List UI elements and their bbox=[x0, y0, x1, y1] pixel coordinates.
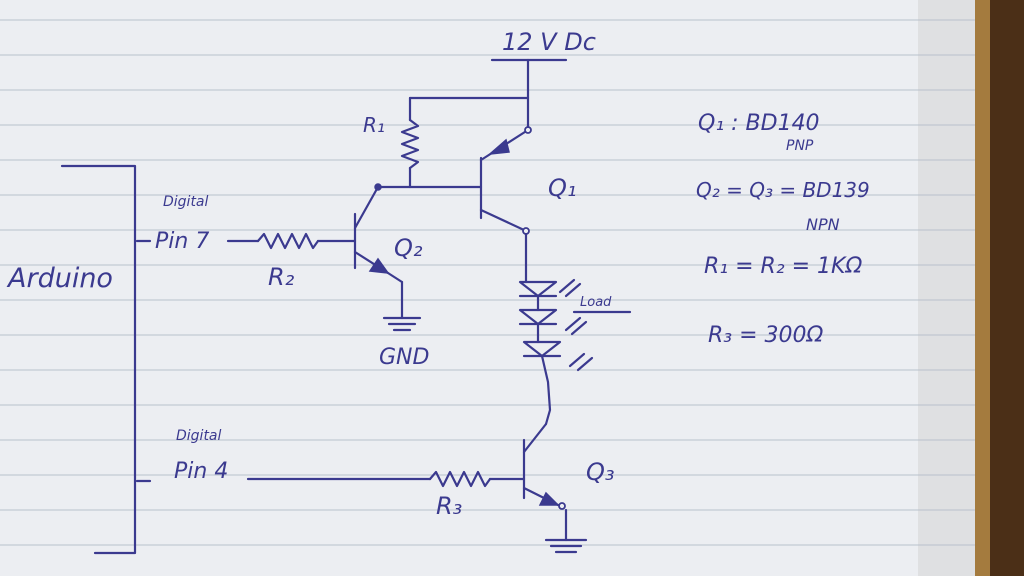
note-q1-type: PNP bbox=[786, 138, 814, 154]
q2-collector bbox=[353, 185, 380, 230]
q3-emitter-node bbox=[558, 502, 566, 510]
note-r1-r2: R₁ = R₂ = 1KΩ bbox=[704, 254, 862, 279]
gnd-label: GND bbox=[379, 345, 429, 370]
note-q1: Q₁ : BD140 bbox=[698, 111, 820, 136]
note-q2-q3-type: NPN bbox=[806, 215, 840, 234]
arduino-label: Arduino bbox=[6, 263, 113, 294]
q1-collector bbox=[479, 208, 526, 232]
ground-symbol bbox=[382, 316, 422, 332]
pin7-label-top: Digital bbox=[163, 194, 209, 210]
load-wire-bottom bbox=[540, 354, 552, 426]
q2-emitter-arrow bbox=[368, 257, 390, 274]
r2-resistor bbox=[256, 232, 320, 250]
ground-symbol-2 bbox=[544, 538, 588, 554]
note-q2-q3: Q₂ = Q₃ = BD139 bbox=[696, 178, 870, 202]
pin7-label: Pin 7 bbox=[155, 229, 209, 254]
q2-label: Q₂ bbox=[394, 234, 423, 262]
pin4-label: Pin 4 bbox=[174, 459, 228, 484]
r1-label: R₁ bbox=[363, 113, 385, 137]
q2-emitter-wire bbox=[386, 271, 404, 284]
led-1 bbox=[518, 278, 582, 298]
q3-collector bbox=[522, 422, 548, 454]
r1-resistor bbox=[400, 118, 420, 170]
note-r3: R₃ = 300Ω bbox=[708, 323, 824, 348]
notebook-page bbox=[0, 0, 975, 576]
desk-edge bbox=[990, 0, 1024, 576]
arduino-bracket bbox=[60, 164, 137, 555]
page-shadow bbox=[918, 0, 975, 576]
q1-emitter-arrow bbox=[487, 138, 510, 155]
load-label: Load bbox=[580, 295, 612, 310]
q1-label: Q₁ bbox=[548, 174, 577, 202]
pin4-label-top: Digital bbox=[176, 428, 222, 444]
supply-label: 12 V Dc bbox=[502, 28, 596, 56]
q3-emitter-arrow bbox=[538, 491, 560, 506]
r3-resistor bbox=[428, 470, 492, 488]
q3-label: Q₃ bbox=[586, 458, 615, 486]
r2-label: R₂ bbox=[268, 263, 295, 291]
r3-label: R₃ bbox=[436, 492, 462, 520]
ruled-lines bbox=[0, 19, 975, 546]
